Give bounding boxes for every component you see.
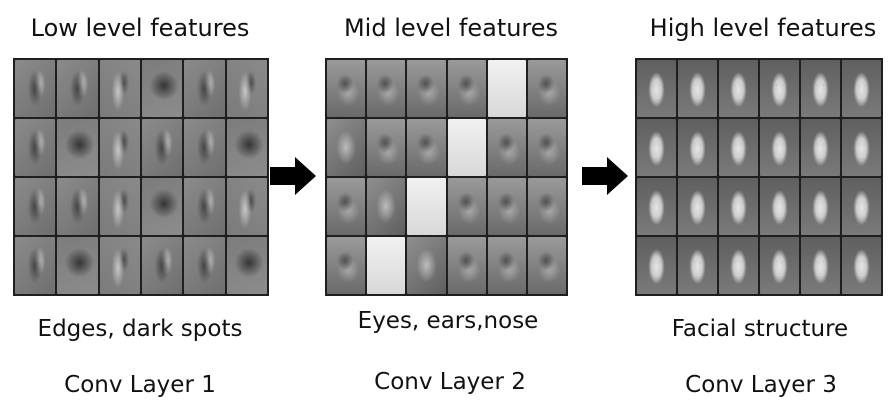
face-feature-tile [760, 119, 799, 176]
feature-tile [57, 237, 98, 294]
face-feature-tile [760, 178, 799, 235]
face-feature-tile [637, 237, 676, 294]
face-feature-tile [842, 119, 881, 176]
conv-layer-1-label: Conv Layer 1 [64, 372, 216, 398]
feature-tile [407, 178, 446, 235]
feature-tile [15, 237, 56, 294]
feature-tile [487, 178, 526, 235]
feature-tile [447, 237, 486, 294]
feature-tile [226, 237, 267, 294]
face-feature-tile [801, 60, 840, 117]
face-feature-tile [760, 237, 799, 294]
feature-tile [15, 178, 56, 235]
feature-tile [367, 178, 406, 235]
face-feature-tile [719, 178, 758, 235]
feature-tile [327, 119, 366, 176]
face-feature-tile [801, 178, 840, 235]
feature-tile [226, 178, 267, 235]
face-feature-tile [842, 178, 881, 235]
feature-tile [407, 237, 446, 294]
feature-tile [487, 60, 526, 117]
feature-tile [226, 119, 267, 176]
feature-tile [184, 60, 225, 117]
feature-tile [57, 178, 98, 235]
feature-tile [184, 119, 225, 176]
face-feature-tile [842, 60, 881, 117]
feature-tile [141, 178, 183, 235]
feature-tile [184, 237, 225, 294]
face-feature-tile [719, 237, 758, 294]
feature-tile [407, 119, 446, 176]
face-feature-tile [801, 237, 840, 294]
face-feature-tile [678, 119, 717, 176]
face-feature-tile [719, 119, 758, 176]
conv-layer-3-label: Conv Layer 3 [685, 372, 837, 398]
feature-tile [141, 237, 183, 294]
feature-tile [367, 237, 406, 294]
feature-tile [141, 60, 183, 117]
feature-tile [367, 60, 406, 117]
mid-level-features-title: Mid level features [343, 14, 559, 42]
feature-tile [57, 60, 98, 117]
face-feature-tile [637, 178, 676, 235]
feature-tile [447, 178, 486, 235]
face-feature-tile [801, 119, 840, 176]
facial-structure-caption: Facial structure [671, 316, 849, 342]
feature-tile [527, 119, 566, 176]
feature-tile [99, 119, 140, 176]
feature-tile [407, 60, 446, 117]
feature-tile [447, 60, 486, 117]
face-feature-tile [678, 237, 717, 294]
feature-tile [184, 178, 225, 235]
high-level-feature-panel [635, 58, 883, 296]
right-arrow-icon [270, 157, 316, 195]
face-feature-tile [842, 237, 881, 294]
face-feature-tile [719, 60, 758, 117]
feature-tile [99, 237, 140, 294]
feature-tile [527, 237, 566, 294]
feature-tile [487, 237, 526, 294]
feature-tile [327, 60, 366, 117]
face-feature-tile [637, 60, 676, 117]
low-level-feature-panel [13, 58, 269, 296]
feature-tile [15, 119, 56, 176]
feature-tile [327, 237, 366, 294]
feature-tile [447, 119, 486, 176]
feature-tile [487, 119, 526, 176]
face-feature-tile [678, 178, 717, 235]
face-feature-tile [760, 60, 799, 117]
face-feature-tile [637, 119, 676, 176]
conv-layer-2-label: Conv Layer 2 [374, 369, 526, 395]
low-level-features-title: Low level features [30, 14, 250, 42]
mid-level-feature-panel [325, 58, 568, 296]
feature-tile [57, 119, 98, 176]
edges-dark-spots-caption: Edges, dark spots [37, 316, 243, 342]
feature-tile [527, 60, 566, 117]
feature-tile [527, 178, 566, 235]
high-level-features-title: High level features [649, 14, 877, 42]
feature-tile [226, 60, 267, 117]
feature-tile [99, 178, 140, 235]
face-feature-tile [678, 60, 717, 117]
feature-tile [15, 60, 56, 117]
feature-tile [99, 60, 140, 117]
feature-tile [367, 119, 406, 176]
feature-tile [327, 178, 366, 235]
right-arrow-icon [582, 157, 628, 195]
feature-tile [141, 119, 183, 176]
eyes-ears-nose-caption: Eyes, ears,nose [357, 308, 539, 334]
